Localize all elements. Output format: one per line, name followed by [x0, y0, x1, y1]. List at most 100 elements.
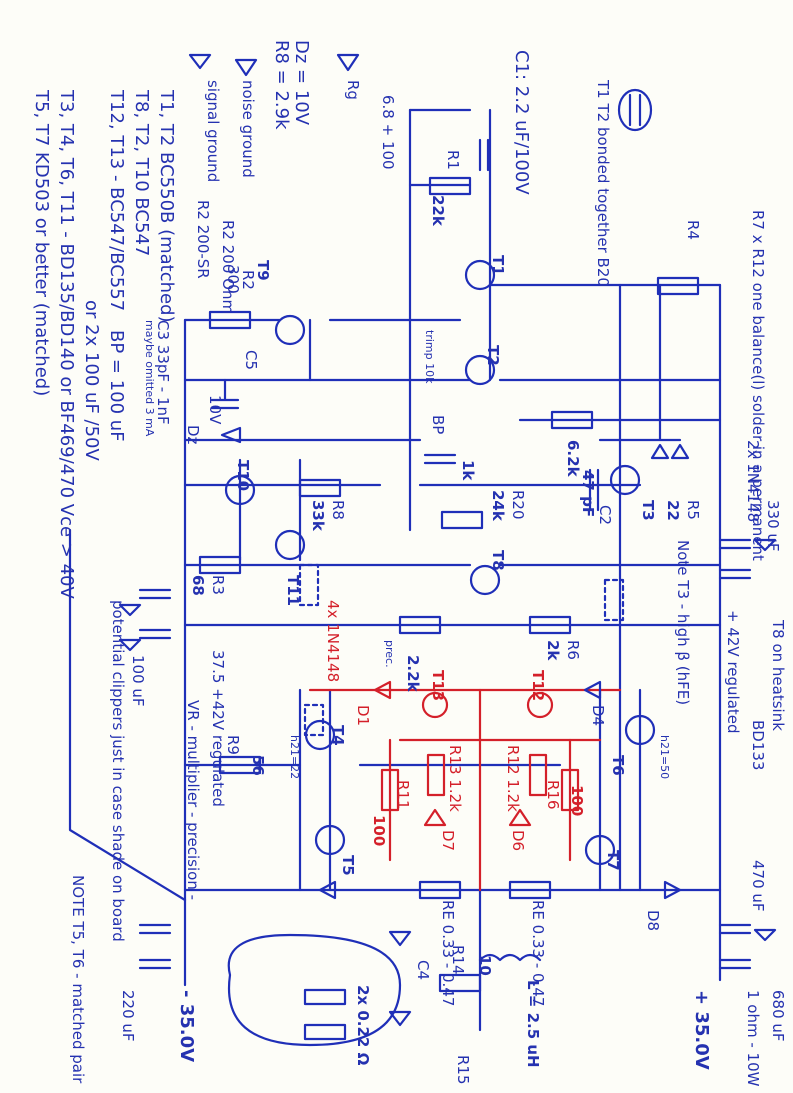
label-r3: R3 [209, 575, 227, 595]
label-c-220: 220 uF [119, 990, 137, 1042]
clipper-box-mid [303, 703, 325, 737]
resistor-r9 [208, 310, 252, 330]
resistor-r4 [656, 276, 700, 296]
ground-symbols-bottom [388, 930, 412, 1027]
label-neg-rail: - 35.0V [176, 990, 197, 1063]
label-bp: BP [429, 415, 447, 435]
resistor-r12 [528, 753, 548, 797]
label-c-100: 100 uF [129, 655, 147, 707]
label-trimp: trimp 10k [423, 330, 436, 384]
label-ohm-1: 1 ohm - 10W [744, 990, 762, 1087]
resistor-r13 [426, 753, 446, 797]
label-hfe-t4: h21=22 [288, 735, 301, 780]
capacitor-c1 [478, 138, 490, 172]
bonded-package-leads [628, 93, 642, 127]
note-t8-t2-t10: T8, T2, T10 BC547 [131, 90, 152, 257]
note-t3-t4: T3, T4, T6, T11 - BD135/BD140 or BF469/4… [56, 90, 77, 599]
label-c-470: 470 uF [749, 860, 767, 912]
note-bp-alt: or 2x 100 uF /50V [81, 300, 102, 461]
note-vr-multiplier: VR - multiplier - precision - [184, 700, 202, 901]
label-c4: C4 [414, 960, 432, 981]
note-c3: C3 33pF - 1nF [154, 320, 172, 425]
resistor-r11 [380, 768, 400, 812]
capacitor-neg-supply [138, 588, 172, 640]
note-t6-matched: NOTE T5, T6 - matched pair [69, 875, 87, 1084]
note-t12-t13: T12, T13 - BC547/BC557 [106, 90, 127, 312]
capacitor-c5 [210, 378, 240, 410]
note-four-diodes: 4x 1N4148 [324, 600, 342, 683]
transistor-t1-symbol [464, 259, 496, 291]
note-t3-supply: + 42V regulated [724, 610, 742, 734]
resistor-r6 [528, 615, 572, 635]
value-r6: 2k [544, 640, 562, 661]
label-r11: R11 [394, 780, 412, 810]
transistor-t3-symbol [609, 464, 641, 496]
label-pos-rail: + 35.0V [691, 990, 712, 1070]
note-r8: R8 = 2.9k [271, 40, 292, 130]
note-t1t2-bonded: T1 T2 bonded together B20 [594, 80, 612, 287]
resistor-re1 [418, 880, 462, 900]
value-r1k: 1k [459, 460, 477, 481]
value-r3b: 68 [189, 575, 207, 596]
label-r4: R4 [684, 220, 702, 240]
label-t4: T4 [329, 725, 347, 746]
resistor-r1 [428, 176, 472, 196]
label-t11: T11 [284, 575, 302, 607]
resistor-parallel-b [303, 1023, 347, 1041]
label-r6: R6 [564, 640, 582, 660]
value-vr: 2.2k [404, 655, 422, 692]
label-dz: Dz [184, 425, 202, 445]
resistor-r15 [438, 973, 482, 993]
label-r9: R9 [224, 735, 242, 755]
resistor-r16 [560, 768, 580, 812]
note-noise-ground: noise ground [239, 80, 257, 178]
label-rg: Rg [344, 80, 362, 100]
capacitor-pos-rail [718, 923, 752, 970]
t6-wires [598, 688, 642, 892]
label-r13: R13 1.2k [446, 745, 464, 812]
label-t2: T2 [484, 345, 502, 366]
capacitor-neg-rail [138, 923, 172, 970]
note-bd133: BD133 [749, 720, 767, 771]
red-side-wires [388, 738, 572, 862]
transistor-t13-symbol [421, 691, 449, 719]
note-two-diodes: 2x 1N4148 [744, 440, 762, 523]
diode-d8 [663, 880, 682, 900]
label-t9: T9 [254, 260, 272, 281]
note-c3-omit: maybe omitted 3 mA [143, 320, 156, 437]
label-d6: D6 [509, 830, 527, 852]
transistor-t8-symbol [469, 564, 501, 596]
capacitor-bp [423, 453, 457, 465]
label-t12: T12 [529, 670, 547, 702]
diode-d4 [583, 680, 602, 700]
capacitor-pos-supply [718, 538, 752, 580]
label-r8: R8 [329, 500, 347, 520]
transistor-t11-symbol [274, 529, 306, 561]
note-bp: BP = 100 uF [106, 330, 127, 442]
label-t1: T1 [489, 255, 507, 276]
label-r5: R5 [684, 500, 702, 520]
diode-stack-wire [598, 283, 682, 442]
clipper-box-right [603, 578, 625, 622]
note-t8-heatsink: T8 on heatsink [769, 620, 787, 731]
value-r9: 56 [249, 755, 267, 776]
label-r2: R2 [239, 270, 257, 290]
t4-wires [298, 688, 332, 892]
output-coil [478, 953, 542, 962]
label-c68: 6.8 + 100 [379, 95, 397, 170]
label-c-10v: 10V [206, 395, 224, 425]
value-r14: 10 [476, 955, 494, 976]
note-t1-t2-type: T1, T2 BC550B (matched) [156, 90, 177, 323]
value-r16: 100 [568, 785, 586, 817]
resistor-r20 [440, 510, 484, 530]
transistor-t7-symbol [584, 834, 616, 866]
label-c5: C5 [242, 350, 260, 371]
label-d7: D7 [439, 830, 457, 852]
label-t3: T3 [639, 500, 657, 521]
diode-d6-d7 [423, 808, 532, 827]
label-t5: T5 [339, 855, 357, 876]
input-branch-wire [408, 108, 472, 187]
label-hfe-t6: h21=50 [658, 735, 671, 780]
label-t13: T13 [429, 670, 447, 702]
